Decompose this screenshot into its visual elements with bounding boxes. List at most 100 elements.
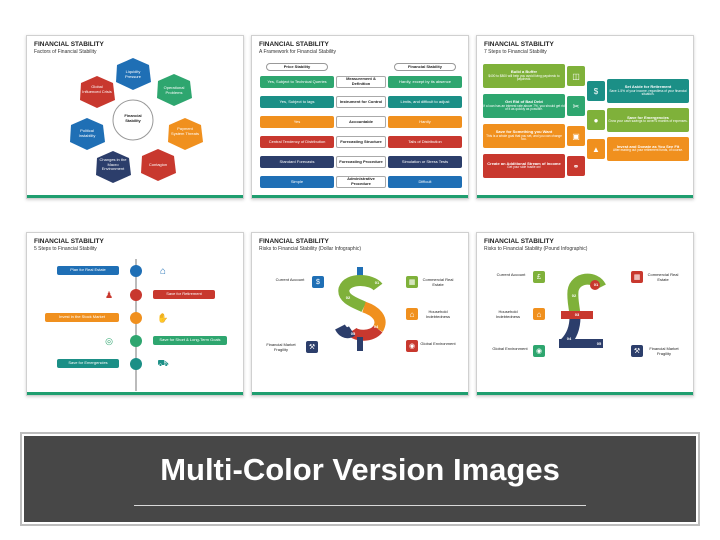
money-bag-icon: $ xyxy=(587,81,605,101)
slide-subtitle: 7 Steps to Financial Stability xyxy=(484,49,547,55)
step-number: 04 xyxy=(373,324,379,329)
factor-label: Operational Problems xyxy=(163,85,185,95)
step-node xyxy=(130,335,142,347)
framework-cell-right: Hardly, except by its absence xyxy=(388,76,462,88)
framework-cell-mid: Administrative Procedure xyxy=(336,176,386,188)
step-block: Get Rid of Bad Debt If a loan has an int… xyxy=(483,94,565,118)
hand-icon: ✋ xyxy=(157,312,169,323)
framework-cell-left: Yes xyxy=(260,116,334,128)
framework-cell-mid: Measurement & Definition xyxy=(336,76,386,88)
step-label: Plan for Real Estate xyxy=(57,266,119,275)
step-body: $400 to $800 will help you avoid living … xyxy=(488,73,560,82)
ambulance-icon: ⛟ xyxy=(157,358,169,368)
framework-cell-left: Standard Forecasts xyxy=(260,156,334,168)
step-head: Invest and Donate as You See Fit xyxy=(616,143,680,149)
slide-subtitle: Risks to Financial Stability (Pound Info… xyxy=(484,246,588,252)
step-label: Save for Emergencies xyxy=(57,359,119,368)
piggy-bank-icon: ● xyxy=(587,110,605,130)
step-block: Save for Emergencies Grow your cash savi… xyxy=(607,108,689,132)
house-icon: ⌂ xyxy=(533,308,545,320)
target-icon: ◎ xyxy=(105,335,113,346)
column-header-right: Financial Stability xyxy=(394,63,456,71)
timeline-axis xyxy=(135,259,137,391)
slide-subtitle: A Framework for Financial Stability xyxy=(259,49,336,55)
framework-cell-right: Hardly xyxy=(388,116,462,128)
globe-icon: ◉ xyxy=(406,340,418,352)
step-body: If a loan has an interest rate above 7%,… xyxy=(483,103,565,112)
factor-hex-6 xyxy=(70,118,105,150)
step-node xyxy=(130,312,142,324)
glasses-icon: ⚭ xyxy=(567,156,585,176)
slide-dollar-infographic[interactable]: FINANCIAL STABILITY Risks to Financial S… xyxy=(251,232,469,396)
step-body: Get your side hustle on! xyxy=(507,165,541,170)
framework-cell-left: Yes, Subject to lags xyxy=(260,96,334,108)
risk-label: Household Indebtedness xyxy=(425,309,451,319)
step-block: Set Aside for Retirement Save 1-5% of yo… xyxy=(607,79,689,103)
risk-label: Household Indebtedness xyxy=(495,309,521,319)
step-block: Invest and Donate as You See Fit After m… xyxy=(607,137,689,161)
step-head: Save for Something you Want xyxy=(495,128,553,134)
step-body: Save 1-5% of your income, regardless of … xyxy=(609,88,687,97)
step-body: Grow your cash savings to cover 6 months… xyxy=(608,119,688,124)
step-block: Build a Buffer $400 to $800 will help yo… xyxy=(483,64,565,88)
step-node xyxy=(130,289,142,301)
step-icon: ◫ xyxy=(567,66,585,86)
risk-label: Current Account xyxy=(496,272,526,277)
briefcase-icon: ▣ xyxy=(567,126,585,146)
scissors-icon: ✂ xyxy=(567,96,585,116)
factor-hex-7 xyxy=(80,76,115,108)
factor-label: Contagion xyxy=(148,162,168,167)
factor-hex-5 xyxy=(96,151,131,183)
dollar-shape xyxy=(335,267,386,351)
pound-shape xyxy=(559,273,606,348)
slide-title: FINANCIAL STABILITY xyxy=(259,238,329,245)
chart-icon: ▲ xyxy=(587,139,605,159)
banner-frame xyxy=(20,432,700,526)
center-label: Financial Stability xyxy=(124,113,142,123)
factor-label: Liquidity Pressure xyxy=(124,69,141,79)
risk-label: Commercial Real Estate xyxy=(647,272,679,282)
person-icon: ♟ xyxy=(104,289,114,300)
factor-label: Political Instability xyxy=(78,128,96,138)
step-label: Save for Short & Long-Term Goals xyxy=(153,336,227,345)
step-number: 02 xyxy=(345,295,351,300)
banner-underline xyxy=(134,505,586,506)
banner-title: Multi-Color Version Images xyxy=(160,452,560,487)
framework-cell-right: Tails of Distribution xyxy=(388,136,462,148)
step-number: 01 xyxy=(593,282,599,287)
factor-hex-3 xyxy=(168,118,203,150)
framework-cell-right: Simulation or Stress Tests xyxy=(388,156,462,168)
money-icon: $ xyxy=(312,276,324,288)
risk-label: Global Environment xyxy=(420,341,456,346)
step-body: This is a whole goal that you set, and y… xyxy=(486,133,562,142)
step-block: Save for Something you Want This is a wh… xyxy=(483,124,565,148)
slide-title: FINANCIAL STABILITY xyxy=(34,41,104,48)
slide-seven-steps[interactable]: FINANCIAL STABILITY 7 Steps to Financial… xyxy=(476,35,694,199)
step-head: Get Rid of Bad Debt xyxy=(505,98,543,104)
framework-cell-mid: Instrument for Control xyxy=(336,96,386,108)
risk-label: Commercial Real Estate xyxy=(422,277,454,287)
risk-label: Financial Market Fragility xyxy=(649,346,679,356)
slide-five-steps[interactable]: FINANCIAL STABILITY 5 Steps to Financial… xyxy=(26,232,244,396)
slide-title: FINANCIAL STABILITY xyxy=(484,238,554,245)
step-label: Save for Retirement xyxy=(153,290,215,299)
factor-label: Payment System Threats xyxy=(171,126,199,136)
framework-cell-mid: Forecasting Structure xyxy=(336,136,386,148)
step-node xyxy=(130,265,142,277)
tools-icon: ⚒ xyxy=(631,345,643,357)
house-icon: ⌂ xyxy=(406,308,418,320)
risk-label: Current Account xyxy=(275,277,305,282)
step-number: 05 xyxy=(350,331,356,336)
slide-factors[interactable]: FINANCIAL STABILITY Factors of Financial… xyxy=(26,35,244,199)
slide-title: FINANCIAL STABILITY xyxy=(259,41,329,48)
slide-framework[interactable]: FINANCIAL STABILITY A Framework for Fina… xyxy=(251,35,469,199)
house-icon: ⌂ xyxy=(159,265,167,277)
globe-icon: ◉ xyxy=(533,345,545,357)
framework-cell-left: Simple xyxy=(260,176,334,188)
framework-cell-left: Yes, Subject to Technical Queries xyxy=(260,76,334,88)
slide-pound-infographic[interactable]: FINANCIAL STABILITY Risks to Financial S… xyxy=(476,232,694,396)
column-header-left: Price Stability xyxy=(266,63,328,71)
slide-subtitle: Factors of Financial Stability xyxy=(34,49,97,55)
factor-hex-2 xyxy=(157,74,192,106)
